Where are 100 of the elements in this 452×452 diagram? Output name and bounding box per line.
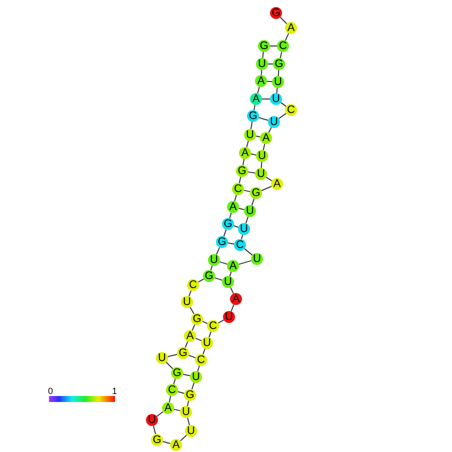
connector-line [250,154,257,156]
connector-line [238,260,252,265]
connector-line [167,354,178,358]
nucleotide-circle: G [191,313,203,325]
connector-line [280,51,282,59]
connector-line [156,411,164,417]
connector-line [238,176,242,184]
connector-line [188,354,196,358]
nucleotide-circle: G [273,58,285,70]
connector-line [190,306,194,314]
nucleotide-circle: C [195,354,207,366]
nucleotide-circle: G [177,347,189,359]
nucleotide-circle: A [230,293,242,305]
connector-line [278,70,280,76]
nucleotide-circle: G [171,367,183,379]
nucleotide-circle: G [151,434,163,446]
nucleotide-circle: C [187,279,199,291]
nucleotide-circle: U [270,93,282,105]
connector-line [187,417,190,426]
connector-line [166,362,174,370]
connector-line [218,319,224,324]
connector-line [173,408,181,412]
connector-line [230,304,234,312]
connector-line [257,86,260,94]
nucleotide-circle: A [271,178,283,190]
nucleotide-circle: U [255,168,267,180]
nucleotide-circle: G [247,110,259,122]
connector-line [229,212,232,219]
connector-line [184,341,188,348]
scale-label: 0 [48,387,54,396]
nucleotide-circle: G [184,389,196,401]
connector-line [208,331,212,338]
connector-line [162,441,171,444]
connector-line [202,320,208,324]
connector-line [276,87,278,94]
nucleotide-circle: U [201,337,213,349]
connector-line [262,98,270,100]
nucleotide-circle: G [236,165,248,177]
nucleotide-circle: C [232,183,244,195]
nucleotide-circle: A [162,402,174,414]
nucleotide-circle: C [285,104,297,116]
nucleotide-circle: U [222,276,234,288]
connector-line [192,324,196,331]
connector-line [216,246,220,256]
nucleotide-circle: G [203,270,215,282]
connector-line [238,208,245,210]
nucleotide-circle: C [166,384,178,396]
connector-line [177,391,185,394]
connector-line [260,70,262,76]
nucleotide-circle: U [181,296,193,308]
connector-line [219,261,228,265]
nucleotide-circle: U [190,371,202,383]
connector-line [198,278,204,283]
connector-line [180,434,188,442]
nucleotide-circle: A [227,201,239,213]
connector-line [261,186,272,192]
connector-line [266,80,272,82]
nucleotide-circle: A [184,330,196,342]
nucleotide-circle: A [255,75,267,87]
connector-line [254,104,256,111]
connector-line [234,194,237,202]
nucleotide-circle: A [239,147,251,159]
nucleotide-circle: A [250,93,262,105]
nucleotide-circle: U [146,414,158,426]
nucleotide-circle: A [285,22,297,34]
connector-line [223,229,227,237]
nucleotide-circle: U [180,406,192,418]
nucleotide-circle: U [156,352,168,364]
connector-line [251,198,255,206]
nucleotide-circle: U [208,254,220,266]
connector-line [242,158,245,166]
nucleotide-circle: U [256,150,268,162]
connector-line [214,277,223,281]
nucleotide-circle: U [272,76,284,88]
connector-line [258,117,269,121]
nucleotide-circle: G [270,7,282,19]
connector-line [245,216,249,224]
connector-line [247,171,256,174]
connector-line [278,112,287,120]
nucleotide-circle: G [222,218,234,230]
connector-line [280,16,288,24]
connector-line [246,140,249,148]
nucleotide-circle: U [223,311,235,323]
connector-line [262,51,264,59]
connector-line [250,121,253,130]
nucleotide-circle: G [258,40,270,52]
nucleotide-circle: U [238,223,250,235]
connector-line [197,365,200,372]
nucleotide-circle: U [251,253,263,265]
connector-line [284,32,290,42]
connector-line [255,136,261,138]
nucleotide-circle: A [170,439,182,451]
connector-line [280,102,287,107]
nucleotide-circle: U [244,205,256,217]
connector-line [233,225,239,228]
connector-line [182,374,191,376]
nucleotide-circle: U [185,425,197,437]
connector-line [152,425,156,435]
connector-line [227,242,235,245]
nucleotide-circle: C [277,40,289,52]
